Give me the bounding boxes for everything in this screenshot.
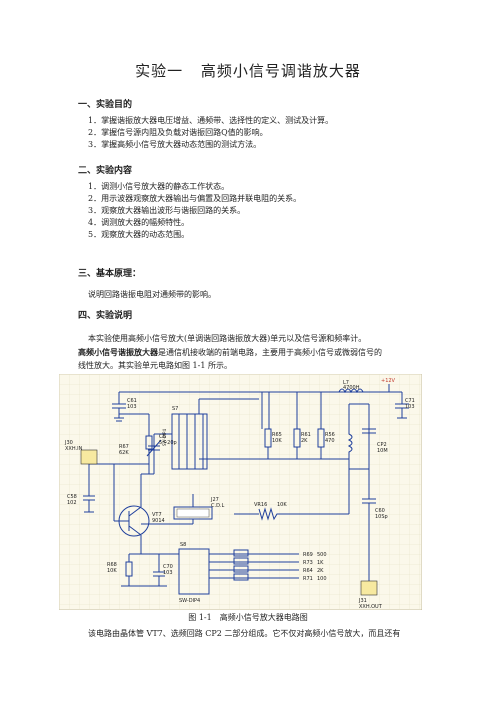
resistor-bus	[199, 447, 349, 460]
label-c60-value: 10Sp	[375, 514, 388, 520]
label-c61-value: 103	[127, 404, 137, 410]
label-vt7-value: 9014	[152, 518, 165, 524]
label-r68: R68	[107, 562, 117, 568]
section-heading-principle: 三、基本原理：	[78, 269, 142, 279]
list-item: 1．调测小信号放大器的静态工作状态。	[88, 182, 230, 191]
label-r65: R65	[272, 432, 282, 438]
r69-body	[233, 549, 249, 557]
label-r64-value: 2K	[317, 568, 324, 574]
label-c71: C71	[405, 398, 415, 404]
section-heading-purpose: 一、实验目的	[78, 100, 133, 110]
label-r71-value: 100	[317, 576, 327, 582]
label-j31-sub: XXH.OUT	[359, 604, 383, 610]
label-r61: R61	[301, 432, 311, 438]
label-r69-value: 500	[317, 552, 327, 558]
list-item: 4．调测放大器的幅频特性。	[88, 218, 190, 227]
notes-paragraph-1: 本实验使用高频小信号放大(单调谐回路谐振放大器)单元以及信号源和频率计。	[88, 334, 367, 343]
label-j31: J31	[358, 598, 367, 604]
j30-connector	[80, 449, 98, 465]
section-heading-notes: 四、实验说明	[78, 311, 133, 321]
label-c6-value: 5～20p	[159, 440, 177, 446]
label-c70: C70	[163, 564, 173, 570]
s8-switch	[178, 548, 210, 595]
label-c58: C58	[67, 494, 77, 500]
label-c71-value: 103	[405, 404, 415, 410]
label-s7: S7	[172, 406, 178, 412]
label-r71: R71	[303, 576, 313, 582]
label-r67: R67	[119, 444, 129, 450]
c70-symbol	[121, 562, 167, 587]
vr16-resistor	[234, 469, 350, 521]
emitter-wire	[128, 553, 160, 562]
label-c60: C60	[375, 508, 385, 514]
s7-switch	[171, 413, 208, 470]
circuit-diagram: C61 103 L7 4700H +12V C71 103 S7 SW-DIP4…	[59, 374, 422, 610]
section-heading-content: 二、实验内容	[78, 166, 133, 176]
resistor-leads	[261, 392, 322, 429]
notes-paragraph-2: 高频小信号谐振放大器是通信机接收端的前端电路，主要用于高频小信号或微弱信号的	[78, 346, 382, 359]
c61-symbol	[112, 392, 126, 422]
c6-trimmer	[146, 439, 162, 464]
title-text: 高频小信号调谐放大器	[200, 62, 361, 80]
list-item: 2．掌握信号源内阻及负载对谐振回路Q值的影响。	[88, 128, 268, 137]
label-vt7: VT7	[152, 512, 162, 518]
label-c70-value: 103	[163, 570, 173, 576]
c60-symbol	[362, 469, 376, 579]
notes-paragraph-2-rest: 是通信机接收端的前端电路，主要用于高频小信号或微弱信号的	[158, 348, 382, 357]
label-r68-value: 10K	[107, 568, 117, 574]
label-r73: R73	[303, 560, 313, 566]
label-l7: L7	[343, 380, 349, 386]
label-r73-value: 1K	[317, 560, 324, 566]
l7-inductor	[338, 388, 364, 394]
label-c61: C61	[127, 398, 137, 404]
title-number: 实验一	[135, 62, 184, 80]
r64-body	[233, 565, 249, 573]
label-l7-value: 4700H	[343, 385, 360, 391]
label-vr16: VR16	[254, 502, 267, 508]
notes-paragraph-2-line-2: 线性放大。其实验单元电路如图 1-1 所示。	[78, 361, 232, 370]
label-cp2: CP2	[377, 442, 387, 448]
label-r64: R64	[303, 568, 313, 574]
page-title: 实验一 高频小信号调谐放大器	[0, 60, 496, 81]
body-paragraph: 该电路由晶体管 VT7、选频回路 CP2 二部分组成。它不仅对高频小信号放大，而…	[88, 629, 401, 638]
label-c58-value: 102	[67, 500, 77, 506]
label-r69: R69	[303, 552, 313, 558]
label-c6: C6	[159, 434, 166, 440]
r71-body	[233, 573, 249, 581]
r67-body	[145, 435, 153, 450]
label-r67-value: 62K	[119, 450, 129, 456]
label-s8: S8	[180, 542, 186, 548]
label-cp2-value: 10M	[377, 448, 388, 454]
vt7-leads	[113, 464, 142, 554]
c58-symbol	[83, 464, 95, 513]
label-j27-sub: C.D.L	[211, 503, 225, 509]
s8-outputs	[209, 553, 299, 579]
label-vr16-value: 10K	[277, 502, 287, 508]
list-item: 5．观察放大器的动态范围。	[88, 230, 190, 239]
figure-caption: 图 1-1 高频小信号放大器电路图	[188, 613, 308, 622]
label-j30: J30	[64, 440, 73, 446]
label-j30-sub: XXH.IN	[65, 446, 83, 452]
label-s8-sub: SW-DIP4	[179, 598, 200, 604]
j27-pins	[176, 508, 210, 518]
list-item: 1．掌握谐振放大器电压增益、通频带、选择性的定义、测试及计算。	[88, 116, 334, 125]
j31-connector	[360, 580, 378, 596]
list-item: 2．用示波器观察放大器输出与偏置及回路并联电阻的关系。	[88, 194, 302, 203]
list-item: 3．掌握高频小信号放大器动态范围的测试方法。	[88, 140, 262, 149]
label-s7-sub: SW-DIP4	[162, 429, 167, 446]
list-item: 3．观察放大器输出波形与谐振回路的关系。	[88, 206, 246, 215]
label-r56-value: 470	[325, 438, 335, 444]
bold-term: 高频小信号谐振放大器	[78, 347, 158, 357]
diagram-grid	[59, 374, 422, 610]
r73-body	[233, 557, 249, 565]
principle-text: 说明回路谐振电阻对通频带的影响。	[88, 290, 216, 299]
label-r56: R56	[325, 432, 335, 438]
label-vcc: +12V	[381, 378, 396, 384]
label-r65-value: 10K	[272, 438, 282, 444]
label-j27: J27	[210, 497, 219, 503]
j27-wire	[141, 494, 194, 525]
c71-symbol	[395, 392, 409, 419]
label-r61-value: 2K	[301, 438, 308, 444]
